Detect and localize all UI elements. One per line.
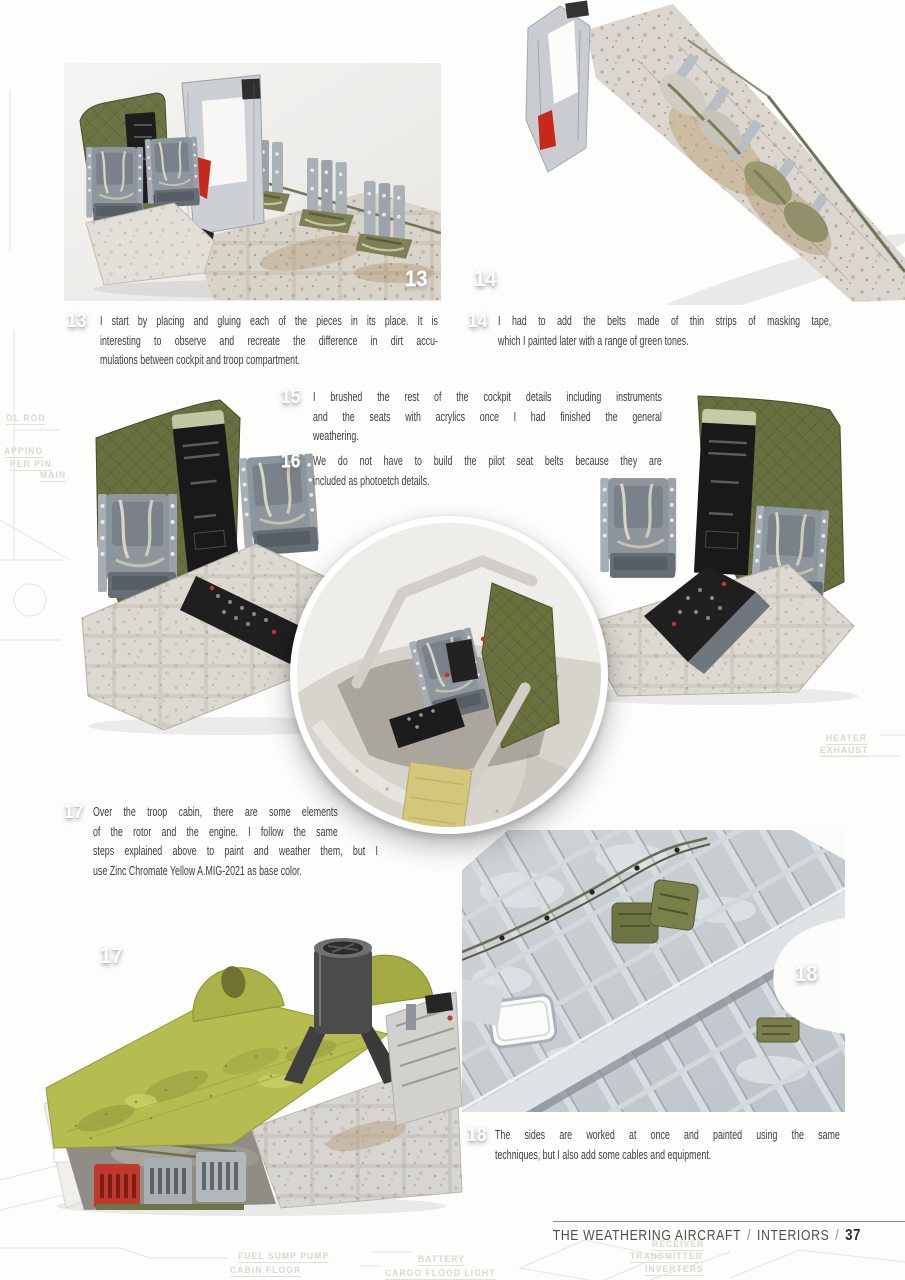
step-text-15: I brushed the rest of the cockpit detail…	[313, 389, 662, 444]
center-console	[171, 410, 241, 579]
step-number-14: 14	[468, 311, 488, 332]
photo-label-13: 13	[405, 266, 428, 291]
blueprint-label: PER PIN	[10, 459, 52, 471]
footer-separator: /	[747, 1228, 752, 1244]
floor-panel	[81, 543, 375, 731]
photo-17-rotor-engine-cabin-roof	[36, 896, 464, 1218]
cockpit-left-illustration	[81, 399, 375, 735]
blueprint-label: FUEL SUMP PUMP	[238, 1251, 330, 1263]
step-number-17: 17	[64, 802, 84, 823]
footer-page-number: 37	[845, 1227, 861, 1244]
blueprint-label: HEATER	[826, 733, 868, 745]
cockpit-right-illustration	[577, 395, 858, 705]
blueprint-label: TRANSMITTER	[630, 1251, 704, 1263]
step-text-18: The sides are worked at once and painted…	[495, 1127, 840, 1162]
photo-18-fuselage-side-panel	[186, 576, 905, 1280]
front-console	[644, 566, 770, 674]
consoles	[389, 636, 486, 749]
photo-14-troop-compartment	[468, 0, 905, 331]
zinc-chromate-roof	[45, 993, 390, 1149]
photo-label-17: 17	[100, 943, 123, 968]
step-number-18: 18	[467, 1125, 487, 1146]
photo-label-14: 14	[474, 266, 497, 291]
masking-tape	[399, 761, 473, 827]
louver-boxes	[94, 1152, 246, 1210]
footer: THE WEATHERING AIRCRAFT/INTERIORS/37	[553, 1227, 861, 1245]
blueprint-label: CABIN FLOOR	[230, 1265, 302, 1277]
rear-structure	[385, 991, 463, 1127]
blueprint-label: BATTERY	[418, 1254, 465, 1266]
step-number-16: 16	[281, 451, 301, 472]
blueprint-label: OL ROD	[6, 413, 46, 425]
blueprint-label: APPING	[4, 446, 44, 458]
photo-label-18: 18	[795, 961, 818, 986]
photo-13-cockpit-troop-compartment	[64, 63, 442, 301]
blueprint-label: RECEIVER	[652, 1239, 705, 1251]
step-number-15: 15	[281, 387, 301, 408]
step-text-14: I had to add the belts made of thin stri…	[498, 313, 832, 348]
step-number-13: 13	[67, 311, 87, 332]
center-console	[693, 408, 757, 576]
green-bulkhead	[481, 582, 560, 749]
photo-cockpit-left	[68, 396, 398, 738]
footer-magazine-title: THE WEATHERING AIRCRAFT	[552, 1228, 742, 1244]
footer-section: INTERIORS	[756, 1228, 830, 1244]
photo-cockpit-right	[548, 386, 880, 708]
footer-rule	[553, 1221, 905, 1222]
hull-floor	[586, 4, 905, 302]
step-text-16: We do not have to build the pilot seat b…	[313, 453, 662, 488]
photo-14-illustration	[525, 0, 905, 331]
footer-separator: /	[835, 1228, 840, 1244]
blueprint-label: CARGO FLOOD LIGHT	[385, 1268, 496, 1280]
step-text-17: Over the troop cabin, there are some ele…	[93, 804, 378, 879]
canvas-seats	[659, 73, 829, 243]
photo-17-illustration	[43, 938, 463, 1216]
cables	[461, 836, 711, 961]
step-text-13: I start by placing and gluing each of th…	[100, 313, 438, 368]
blueprint-label: MAIN	[40, 470, 67, 482]
green-pouches	[611, 879, 800, 1043]
photo-18-illustration	[186, 576, 905, 1280]
circular-inset-illustration	[297, 523, 601, 827]
photo-circular-inset-nose-cockpit	[290, 516, 608, 834]
window-opening	[487, 993, 558, 1049]
cockpit-module	[79, 92, 215, 286]
rotor-fin-1	[192, 966, 285, 1023]
blueprint-label: INVERTERS	[645, 1264, 704, 1276]
photo-13-illustration	[64, 63, 442, 301]
front-bulkhead	[525, 0, 591, 173]
blueprint-label: EXHAUST	[820, 745, 869, 757]
